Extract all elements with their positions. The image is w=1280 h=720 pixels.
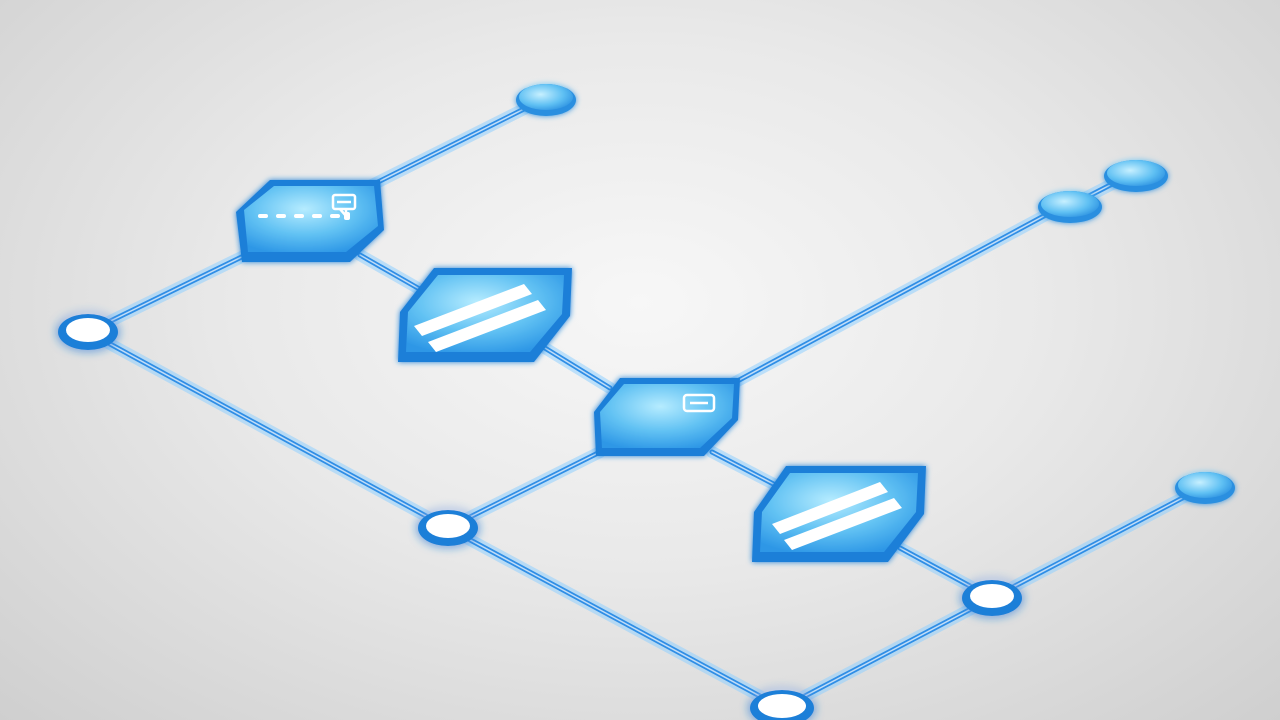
wire-left-to-mid-junction-highlight [87, 331, 449, 529]
module-stripes-1[interactable] [398, 268, 572, 362]
port-bottom-junction[interactable] [750, 690, 814, 720]
wire-center-to-right-end-highlight [729, 209, 1056, 386]
port-right-junction[interactable] [962, 580, 1022, 616]
module-top[interactable] [236, 180, 384, 262]
stripes-pattern [772, 482, 902, 550]
wire-bottom-to-right-junction-highlight [781, 597, 993, 709]
module-stripes-2[interactable] [752, 466, 926, 562]
wire-center-to-mid-junction-highlight [447, 451, 601, 529]
chat-icon [331, 193, 357, 220]
endpoint-top[interactable] [516, 84, 576, 116]
port-mid-junction[interactable] [418, 510, 478, 546]
wire-stripes-1-to-center-highlight [539, 344, 611, 389]
wire-right-junction-to-lower-right-highlight [991, 493, 1191, 599]
chat-icon [682, 393, 716, 413]
stripes-pattern [414, 284, 546, 352]
wire-mid-to-bottom-junction-highlight [447, 527, 783, 709]
endpoint-right-outer[interactable] [1104, 160, 1168, 192]
wire-center-to-stripes-2-highlight [711, 451, 786, 491]
module-center[interactable] [594, 378, 740, 456]
wire-left-to-module-top-highlight [87, 247, 261, 333]
endpoint-lower-right[interactable] [1175, 472, 1235, 504]
endpoint-right-inner[interactable] [1038, 191, 1102, 223]
wire-module-top-to-top-end-highlight [369, 105, 531, 187]
port-left[interactable] [58, 314, 118, 350]
